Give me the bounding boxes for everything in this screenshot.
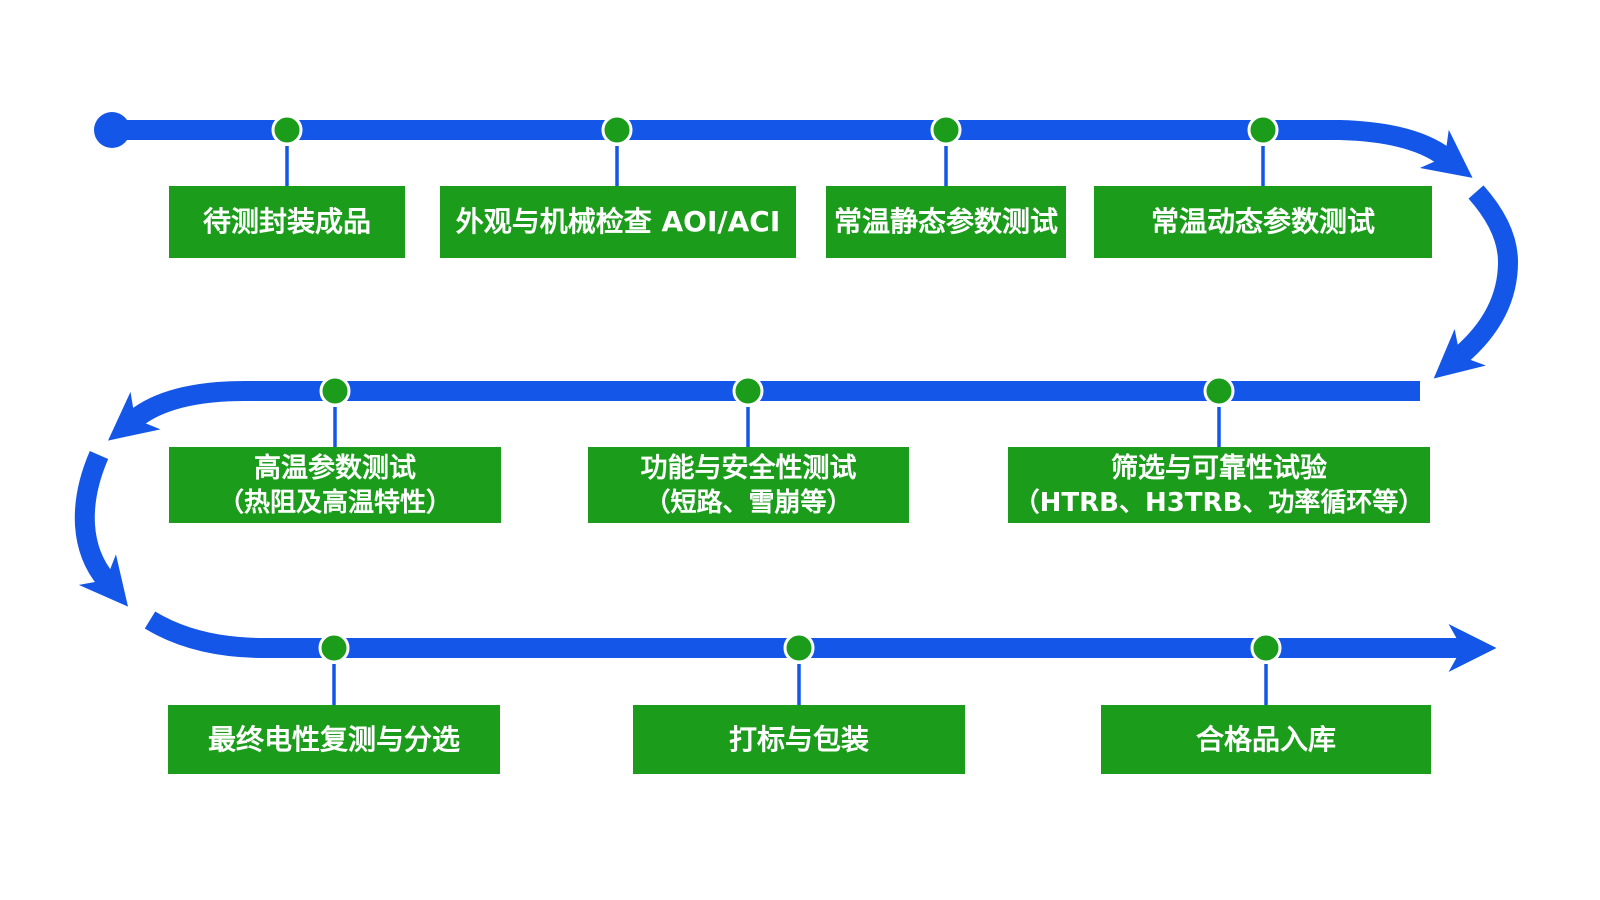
timeline-node-dot <box>318 632 350 664</box>
step-box-high-temp-parameter-test: 高温参数测试 （热阻及高温特性） <box>169 447 501 523</box>
step-sublabel: （短路、雪崩等） <box>644 487 853 518</box>
step-label: 高温参数测试 <box>254 452 416 484</box>
step-box-final-retest-sorting: 最终电性复测与分选 <box>168 705 500 774</box>
step-label: 功能与安全性测试 <box>640 452 857 484</box>
timeline-node-dot <box>601 114 633 146</box>
step-label: 打标与包装 <box>728 722 869 756</box>
flow-line-row3 <box>144 611 1497 673</box>
flow-line-row1 <box>112 120 1473 178</box>
step-label: 待测封装成品 <box>202 205 371 238</box>
timeline-node-dot <box>732 375 764 407</box>
step-sublabel: （热阻及高温特性） <box>217 487 452 518</box>
flow-arc-right <box>1433 185 1519 379</box>
step-label: 合格品入库 <box>1195 722 1336 756</box>
step-label: 常温动态参数测试 <box>1150 205 1375 238</box>
timeline-node-dot <box>1203 375 1235 407</box>
timeline-node-dot <box>783 632 815 664</box>
flow-arc-left <box>74 451 129 607</box>
timeline-node-dot <box>930 114 962 146</box>
step-label: 筛选与可靠性试验 <box>1111 452 1327 484</box>
step-box-dynamic-parameter-test: 常温动态参数测试 <box>1094 186 1432 258</box>
step-box-marking-packaging: 打标与包装 <box>633 705 965 774</box>
step-label: 常温静态参数测试 <box>833 205 1058 238</box>
flow-start-dot <box>94 112 130 148</box>
timeline-node-dot <box>271 114 303 146</box>
step-box-visual-mechanical-inspection: 外观与机械检查 AOI/ACI <box>440 186 796 258</box>
step-box-screening-reliability-test: 筛选与可靠性试验 （HTRB、H3TRB、功率循环等） <box>1008 447 1430 523</box>
step-box-qualified-warehousing: 合格品入库 <box>1101 705 1431 774</box>
step-label: 外观与机械检查 AOI/ACI <box>455 205 781 238</box>
step-sublabel: （HTRB、H3TRB、功率循环等） <box>1013 487 1425 518</box>
timeline-node-dot <box>319 375 351 407</box>
flow-line-row2 <box>108 381 1420 441</box>
timeline-node-dot <box>1247 114 1279 146</box>
step-box-function-safety-test: 功能与安全性测试 （短路、雪崩等） <box>588 447 909 523</box>
step-label: 最终电性复测与分选 <box>207 722 460 756</box>
step-box-dut-packaged: 待测封装成品 <box>169 186 405 258</box>
timeline-node-dot <box>1250 632 1282 664</box>
step-box-static-parameter-test: 常温静态参数测试 <box>826 186 1066 258</box>
